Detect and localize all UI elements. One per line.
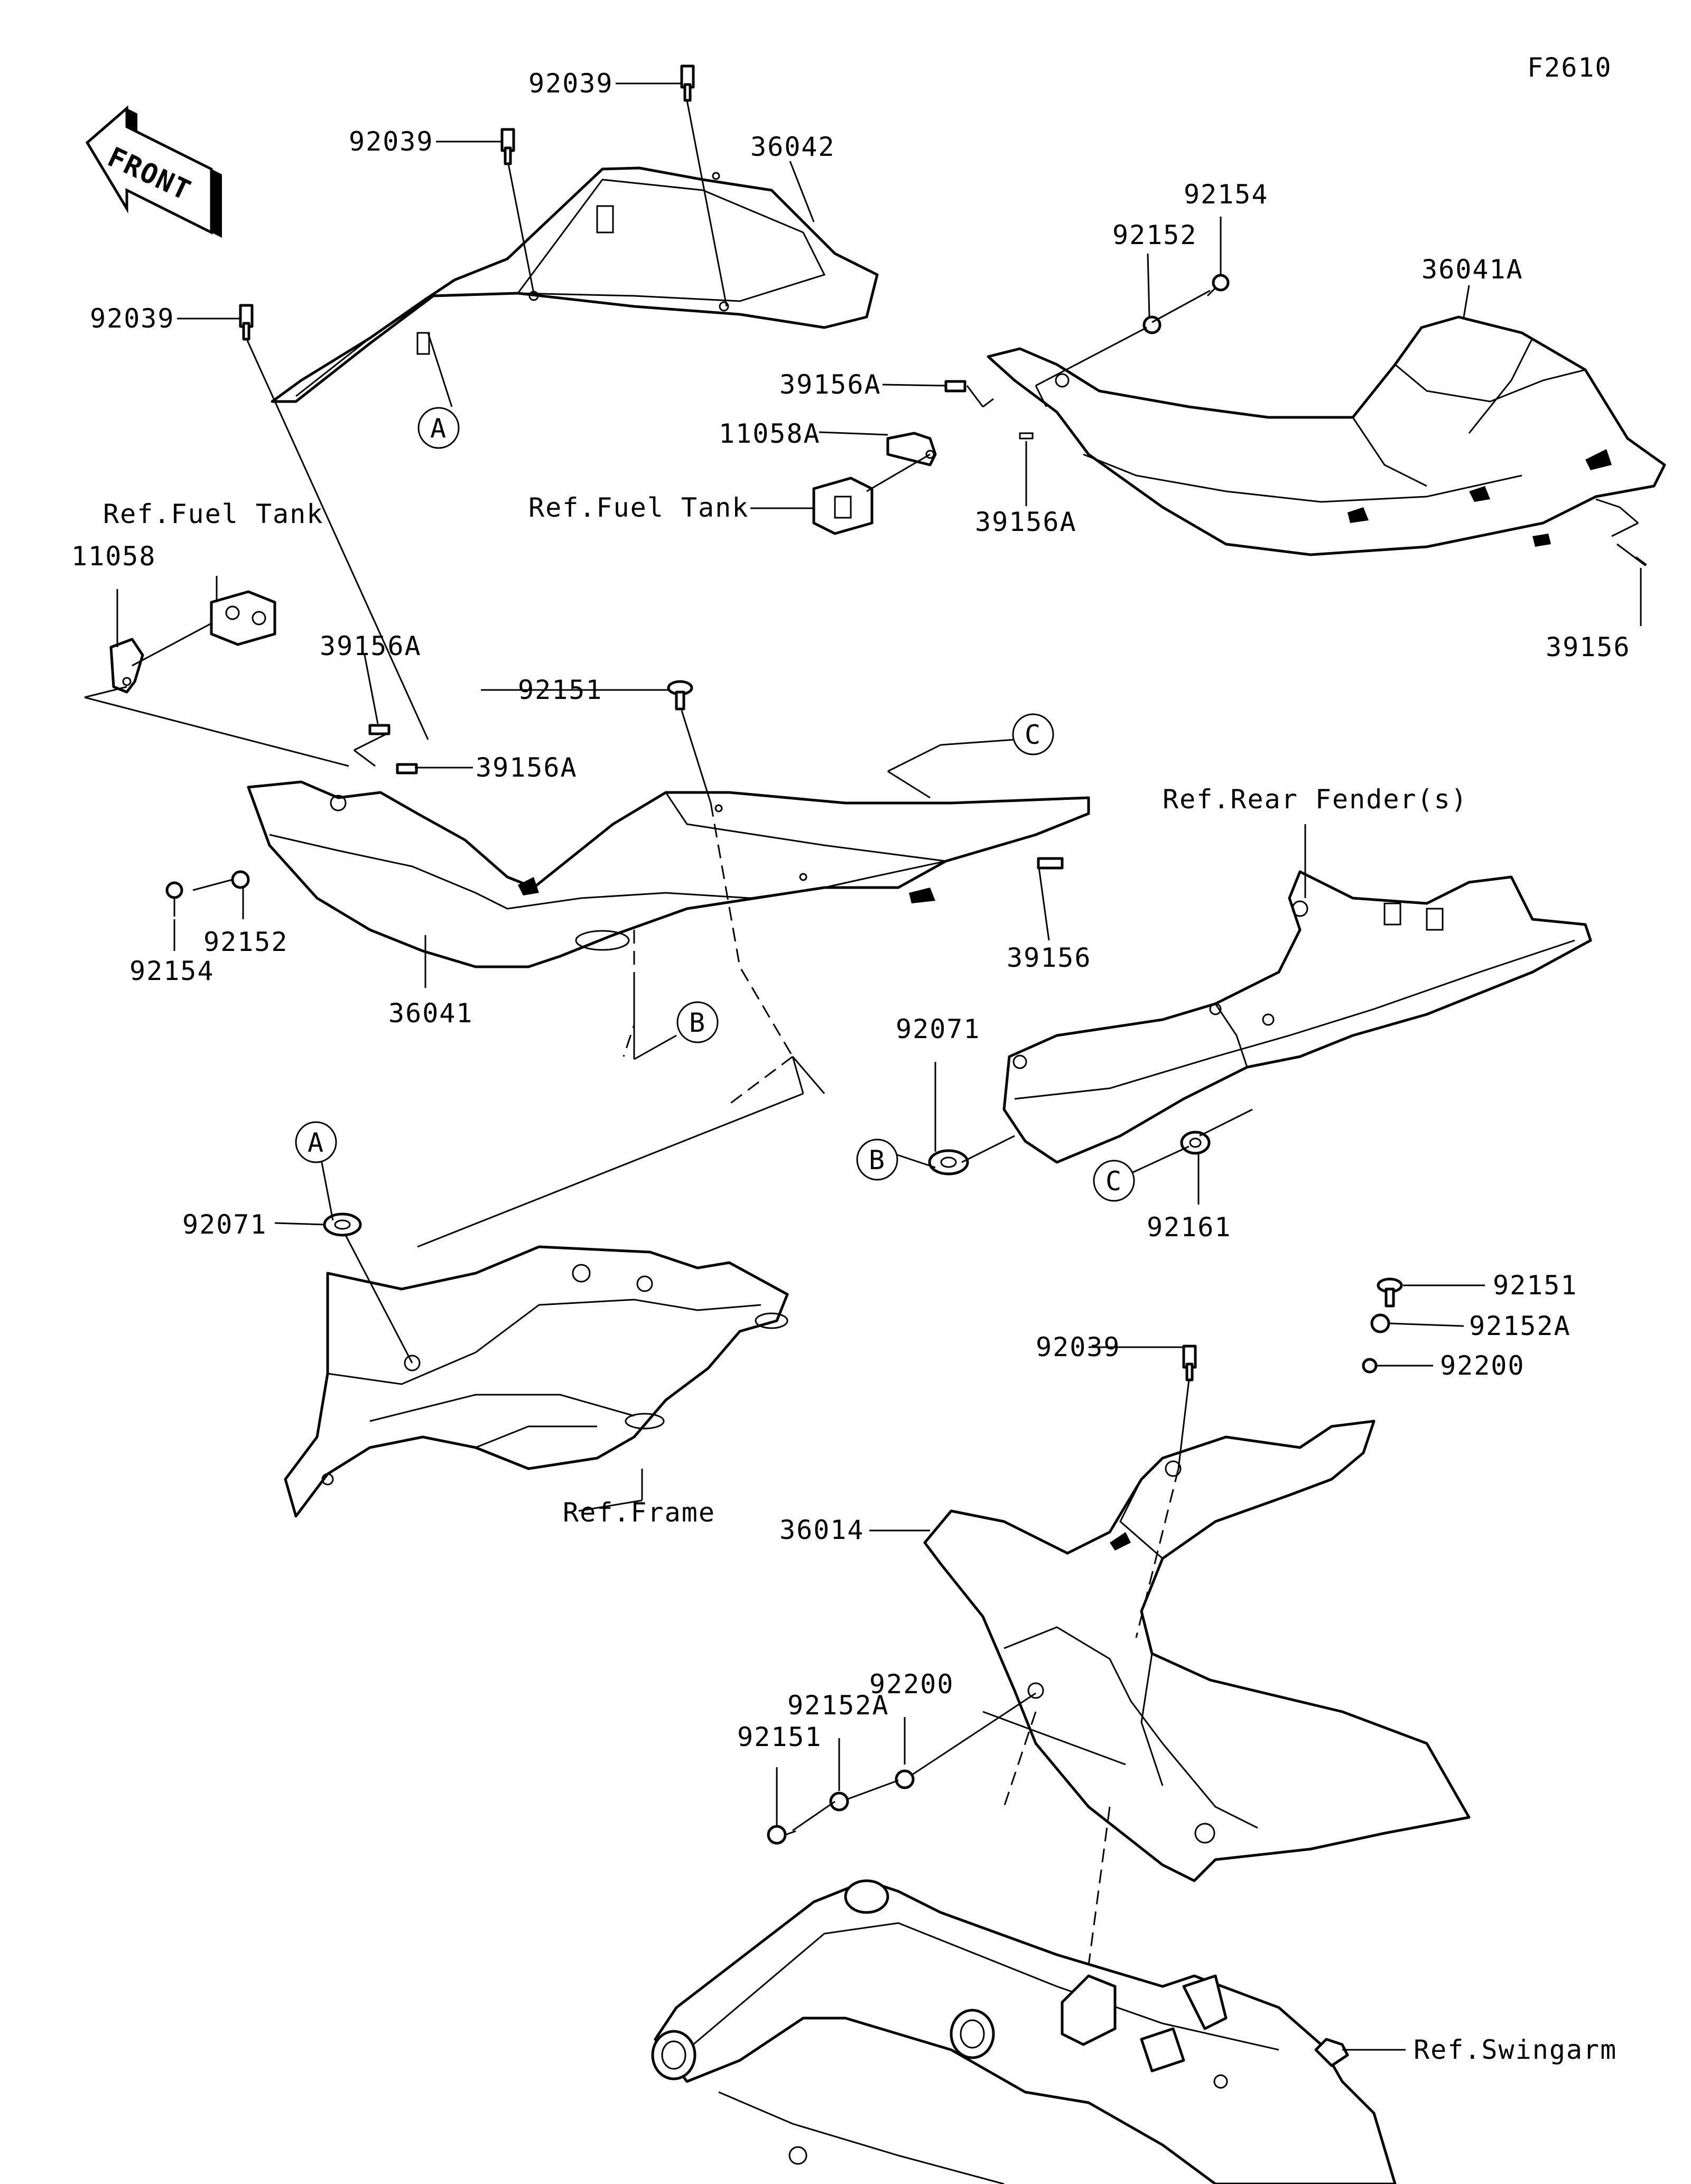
bracket-11058A: [886, 432, 937, 466]
label-36042: 36042: [750, 132, 835, 162]
svg-text:B: B: [869, 1145, 886, 1175]
clip-92039-left-icon: [239, 304, 254, 341]
label-92154-right: 92154: [1184, 179, 1269, 210]
fuel-tank-mount-left: [210, 590, 276, 646]
tab-39156A-l1-icon: [368, 724, 391, 735]
ring-92200-bl-icon: [895, 1769, 915, 1789]
ref-swingarm: Ref.Swingarm: [1414, 2034, 1617, 2065]
ref-frame: Ref.Frame: [563, 1497, 716, 1528]
label-92151-bl: 92151: [737, 1722, 822, 1752]
part-36042-outline: [271, 166, 879, 403]
label-11058A: 11058A: [719, 418, 821, 449]
ref-fuel-tank-right: Ref.Fuel Tank: [528, 492, 749, 523]
washer-92152A-br-icon: [1370, 1313, 1390, 1333]
washer-92152A-bl-icon: [829, 1791, 849, 1812]
callout-c-bottom: C: [1093, 1160, 1135, 1202]
bolt-92154-left-icon: [165, 881, 183, 917]
leader-lines: [84, 82, 1642, 2051]
grommet-92161-icon: [1180, 1131, 1211, 1155]
part-labels: 92039 92039 36042 92039 92154 92152 3604…: [71, 68, 1631, 2065]
label-92071-left: 92071: [182, 1209, 267, 1240]
label-92039-top: 92039: [528, 68, 614, 99]
grommet-92071-right-icon: [928, 1149, 969, 1175]
label-92039-mid: 92039: [349, 126, 434, 157]
front-arrow-icon: FRONT: [85, 105, 222, 238]
label-92152-right: 92152: [1112, 220, 1197, 250]
label-92039-left: 92039: [90, 303, 175, 334]
label-92151-br: 92151: [1493, 1270, 1578, 1301]
screw-92151-br-icon: [1377, 1277, 1403, 1308]
label-92200-br: 92200: [1440, 1350, 1525, 1381]
label-92152A-bl: 92152A: [787, 1690, 889, 1721]
label-36014: 36014: [779, 1515, 865, 1545]
clip-92039-top-icon: [680, 64, 695, 102]
tab-39156A-l2-icon: [396, 763, 418, 774]
svg-text:A: A: [430, 413, 447, 444]
callout-b-top: B: [676, 1001, 719, 1043]
callouts: A B C A B C: [295, 407, 1135, 1202]
callout-b-bottom: B: [856, 1138, 898, 1181]
swingarm-ref: [651, 1879, 1397, 2184]
label-92071-right: 92071: [896, 1014, 981, 1044]
callout-c-top: C: [1012, 713, 1054, 755]
label-39156A-r2: 39156A: [975, 507, 1077, 537]
label-92161: 92161: [1147, 1212, 1232, 1243]
callout-a-top: A: [417, 407, 460, 449]
label-92154-left: 92154: [129, 956, 215, 986]
figure-code: F2610: [1527, 52, 1612, 83]
bracket-11058: [109, 638, 144, 694]
ref-fuel-tank-left: Ref.Fuel Tank: [103, 499, 323, 529]
tab-39156-c-icon: [1037, 857, 1064, 870]
clip-92039-bottom-icon: [1182, 1345, 1197, 1382]
label-39156A-l2: 39156A: [476, 752, 578, 783]
part-36041A-outline: [987, 315, 1666, 556]
callout-a-bottom: A: [295, 1121, 337, 1163]
grommet-92071-left-icon: [323, 1212, 362, 1237]
fuel-tank-mount-right: [812, 477, 874, 535]
label-11058: 11058: [71, 541, 156, 572]
ref-rear-fenders: Ref.Rear Fender(s): [1163, 784, 1468, 815]
label-92151-center: 92151: [518, 675, 603, 705]
screw-92151-bl-icon: [767, 1825, 796, 1845]
ring-92200-br-icon: [1362, 1358, 1378, 1374]
label-92200-bl: 92200: [869, 1669, 954, 1700]
label-36041: 36041: [388, 998, 473, 1029]
frame-ref: [284, 1245, 789, 1518]
tab-39156A-r2-icon: [1019, 432, 1034, 440]
clip-92039-mid-icon: [500, 128, 515, 165]
svg-text:A: A: [308, 1127, 324, 1158]
bolt-92154-right-icon: [1206, 274, 1230, 297]
label-39156A-l1: 39156A: [320, 631, 422, 661]
tab-39156A-r1-icon: [944, 380, 967, 393]
screw-92151-center-icon: [667, 680, 693, 711]
label-92039-bottom: 92039: [1036, 1332, 1121, 1362]
svg-text:C: C: [1025, 720, 1042, 750]
svg-text:C: C: [1105, 1166, 1122, 1197]
label-39156A-r1: 39156A: [779, 369, 881, 400]
rear-fender-ref: [1002, 870, 1592, 1164]
washer-92152-left-icon: [231, 870, 250, 889]
part-36041-outline: [247, 780, 1090, 968]
label-36041A: 36041A: [1421, 254, 1523, 285]
part-36014-outline: [923, 1420, 1471, 1882]
label-39156-c: 39156: [1007, 942, 1092, 973]
svg-text:B: B: [689, 1007, 706, 1038]
label-92152-left: 92152: [203, 927, 289, 957]
label-39156-r: 39156: [1546, 632, 1631, 662]
label-92152A-br: 92152A: [1469, 1311, 1571, 1341]
